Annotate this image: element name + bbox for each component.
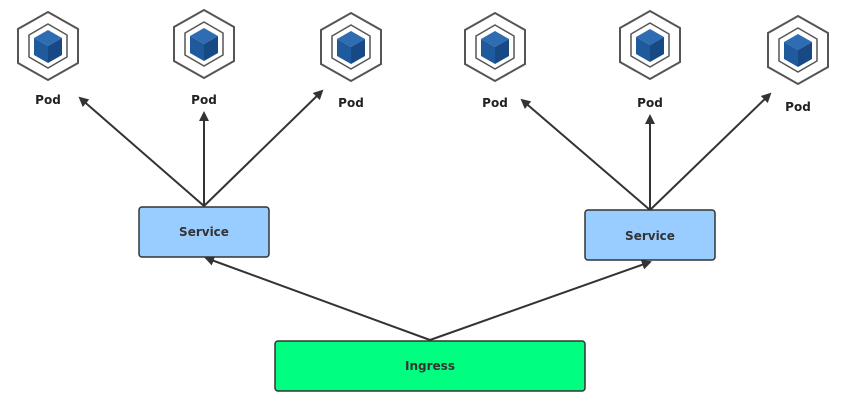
pod-cube-icon [464, 12, 526, 82]
pod-label-5: Pod [637, 96, 663, 110]
pod-3[interactable]: Pod [320, 12, 382, 110]
arrows-ingress-to-services [204, 256, 652, 341]
ingress-box[interactable]: Ingress [274, 340, 586, 392]
pod-label-4: Pod [482, 96, 508, 110]
pod-4[interactable]: Pod [464, 12, 526, 110]
arrow-ingress-to-service-right [429, 259, 652, 341]
service-box-left[interactable]: Service [138, 206, 270, 258]
arrow-service-right-to-pod-4 [520, 98, 651, 211]
pod-cube-icon [619, 10, 681, 80]
pod-label-2: Pod [191, 93, 217, 107]
service-box-right[interactable]: Service [584, 209, 716, 261]
service-label-left: Service [179, 225, 229, 239]
pod-5[interactable]: Pod [619, 10, 681, 110]
arrow-service-left-to-pod-3 [203, 89, 324, 207]
service-label-right: Service [625, 229, 675, 243]
arrow-service-left-to-pod-1 [78, 96, 205, 207]
pod-cube-icon [173, 9, 235, 79]
pod-label-3: Pod [338, 96, 364, 110]
pod-cube-icon [320, 12, 382, 82]
pod-label-6: Pod [785, 100, 811, 114]
arrows-services-to-pods [78, 89, 772, 211]
pod-cube-icon [17, 11, 79, 81]
arrow-ingress-to-service-left [204, 256, 431, 341]
arrow-service-right-to-pod-6 [649, 92, 772, 211]
pod-label-1: Pod [35, 93, 61, 107]
pod-6[interactable]: Pod [767, 15, 829, 114]
pod-1[interactable]: Pod [17, 11, 79, 107]
pod-cube-icon [767, 15, 829, 85]
pod-2[interactable]: Pod [173, 9, 235, 107]
ingress-label: Ingress [405, 359, 455, 373]
